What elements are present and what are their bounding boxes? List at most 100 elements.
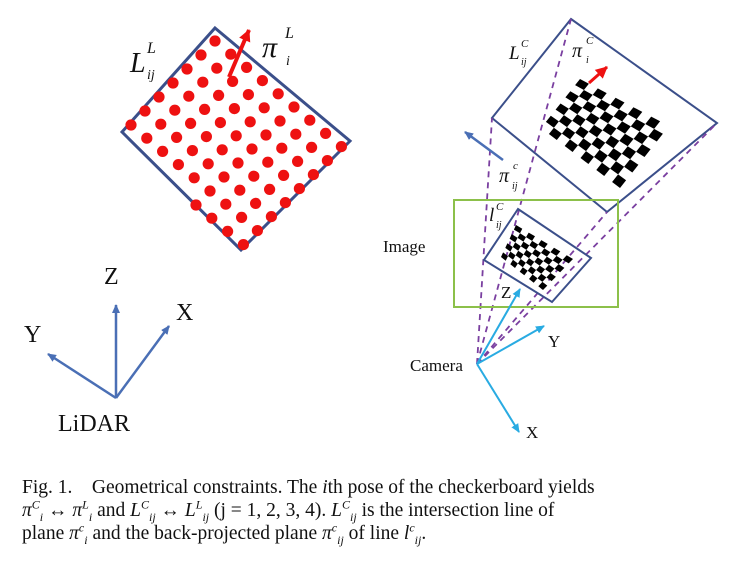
lidar-point xyxy=(200,131,212,143)
camera-normal-label: π xyxy=(572,40,583,62)
lidar-point xyxy=(190,199,202,211)
lidar-point xyxy=(293,183,305,195)
lidar-point xyxy=(278,169,290,181)
lidar-point xyxy=(214,117,226,129)
checker-square xyxy=(545,115,559,128)
checker-square xyxy=(517,233,526,242)
checker-square xyxy=(564,139,578,152)
image-plane xyxy=(453,199,619,308)
camera-board-checkerboard xyxy=(545,79,663,188)
checker-square xyxy=(550,247,561,256)
checker-square xyxy=(578,90,593,102)
checker-square xyxy=(513,225,523,234)
lidar-point xyxy=(276,142,288,154)
lidar-point xyxy=(167,77,179,89)
checker-square xyxy=(619,133,634,147)
image-line-label: l xyxy=(489,205,494,226)
camera-edge-label-sub: ij xyxy=(521,57,527,68)
checker-square xyxy=(519,267,528,276)
lidar-point xyxy=(307,169,319,181)
lidar-point xyxy=(232,157,244,169)
checker-square xyxy=(630,119,646,132)
checker-square xyxy=(621,146,637,160)
checker-square xyxy=(505,243,513,252)
camera-board-normal-arrow xyxy=(588,65,608,85)
checker-square xyxy=(616,121,631,134)
camera-normal-label-sup: C xyxy=(586,35,594,47)
lidar-point xyxy=(251,225,263,237)
checker-square xyxy=(602,123,617,136)
image-board-checkerboard xyxy=(501,225,573,290)
checker-square xyxy=(529,274,538,283)
checker-square xyxy=(558,115,573,128)
checker-square xyxy=(541,248,551,257)
backprojected-plane-label-sub: ij xyxy=(512,181,518,192)
geometry-figure: L L ij π L i Z Y X LiDAR xyxy=(24,17,719,442)
lidar-normal-label: π xyxy=(262,31,278,64)
lidar-point xyxy=(181,63,193,75)
checker-square xyxy=(510,259,518,268)
checker-square xyxy=(527,266,537,275)
lidar-axis-z-label: Z xyxy=(104,264,119,290)
backprojected-plane-label: π xyxy=(499,165,510,187)
lidar-point xyxy=(209,35,221,47)
image-label: Image xyxy=(383,237,425,256)
checker-square xyxy=(627,107,643,120)
lidar-board: L L ij π L i xyxy=(119,25,353,253)
camera-axis-z xyxy=(476,288,521,365)
lidar-edge-label: L xyxy=(129,48,146,79)
lidar-point xyxy=(236,211,248,223)
figure-caption: Fig. 1. Geometrical constraints. The ith… xyxy=(22,477,595,547)
checker-square xyxy=(596,99,611,112)
checker-square xyxy=(580,151,594,164)
lidar-point xyxy=(227,75,239,87)
lidar-axis-x-label: X xyxy=(176,300,193,326)
lidar-edge-label-sub: ij xyxy=(147,68,155,83)
lidar-point xyxy=(244,116,256,128)
lidar-point xyxy=(139,105,151,117)
checker-square xyxy=(529,240,539,250)
checker-square xyxy=(532,249,541,258)
checker-square xyxy=(594,149,608,163)
camera-axis-x-label: X xyxy=(526,423,538,442)
lidar-point xyxy=(186,145,198,157)
checker-square xyxy=(568,102,583,115)
lidar-point xyxy=(306,141,318,153)
checker-square xyxy=(512,242,521,251)
checker-square xyxy=(599,111,614,124)
checker-square xyxy=(610,161,625,175)
lidar-point xyxy=(202,158,214,170)
checker-square xyxy=(525,258,535,267)
lidar-point xyxy=(321,155,333,167)
checker-square xyxy=(538,240,548,249)
lidar-point xyxy=(216,144,228,156)
checker-square xyxy=(552,255,563,265)
lidar-frame-name: LiDAR xyxy=(58,411,130,437)
lidar-edge-label-sup: L xyxy=(146,40,156,57)
lidar-point xyxy=(250,197,262,209)
checker-square xyxy=(520,241,530,250)
checker-square xyxy=(536,265,546,274)
lidar-point xyxy=(211,62,223,74)
checker-square xyxy=(575,126,589,139)
lidar-point xyxy=(222,225,234,237)
lidar-point xyxy=(153,91,165,103)
lidar-point xyxy=(183,90,195,102)
checker-square xyxy=(543,256,553,265)
backprojected-plane-label-sup: c xyxy=(513,160,518,172)
checker-square xyxy=(526,232,535,241)
lidar-axis-y xyxy=(47,352,117,400)
image-line-label-sub: ij xyxy=(496,220,502,231)
lidar-point xyxy=(188,172,200,184)
lidar-point xyxy=(256,75,268,87)
camera-normal-label-sub: i xyxy=(586,55,589,66)
checker-square xyxy=(537,273,547,282)
checker-square xyxy=(613,109,628,122)
checker-square xyxy=(605,135,620,149)
camera-axis-y-label: Y xyxy=(548,332,560,351)
lidar-axis-x xyxy=(114,325,171,399)
lidar-point xyxy=(304,114,316,126)
lidar-point xyxy=(234,184,246,196)
lidar-point xyxy=(169,104,181,116)
lidar-point xyxy=(320,127,332,139)
